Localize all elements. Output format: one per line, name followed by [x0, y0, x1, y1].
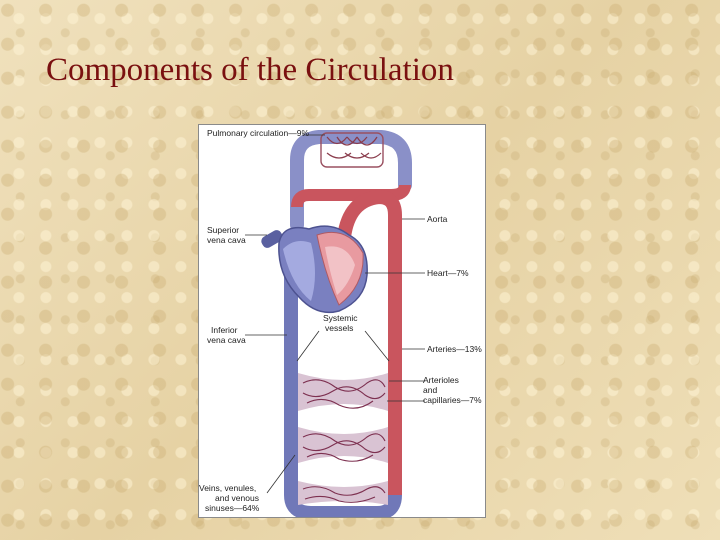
arterioles-label-line2: and [423, 385, 437, 395]
veins-label-line1: Veins, venules, [199, 483, 256, 493]
capillary-bed-3 [298, 481, 388, 505]
arterioles-label-line3: capillaries—7% [423, 395, 482, 405]
superior-vena-cava-label-line1: Superior [207, 225, 239, 235]
inferior-vena-cava-label-line2: vena cava [207, 335, 246, 345]
veins-label-line3: sinuses—64% [205, 503, 260, 513]
inferior-vena-cava-label-line1: Inferior [211, 325, 238, 335]
aorta-label: Aorta [427, 214, 448, 224]
arterioles-label-line1: Arterioles [423, 375, 459, 385]
circulation-diagram: Pulmonary circulation—9% Superior vena c… [198, 124, 486, 518]
capillary-bed-1 [298, 373, 388, 411]
veins-label-line2: and venous [215, 493, 259, 503]
pulmonary-circulation-label: Pulmonary circulation—9% [207, 128, 309, 138]
arteries-label: Arteries—13% [427, 344, 482, 354]
capillary-bed-2 [298, 427, 388, 463]
heart-label: Heart—7% [427, 268, 469, 278]
systemic-vessels-label-line2: vessels [325, 323, 353, 333]
systemic-vessels-label-line1: Systemic [323, 313, 358, 323]
slide-title: Components of the Circulation [46, 52, 454, 89]
superior-vena-cava-label-line2: vena cava [207, 235, 246, 245]
